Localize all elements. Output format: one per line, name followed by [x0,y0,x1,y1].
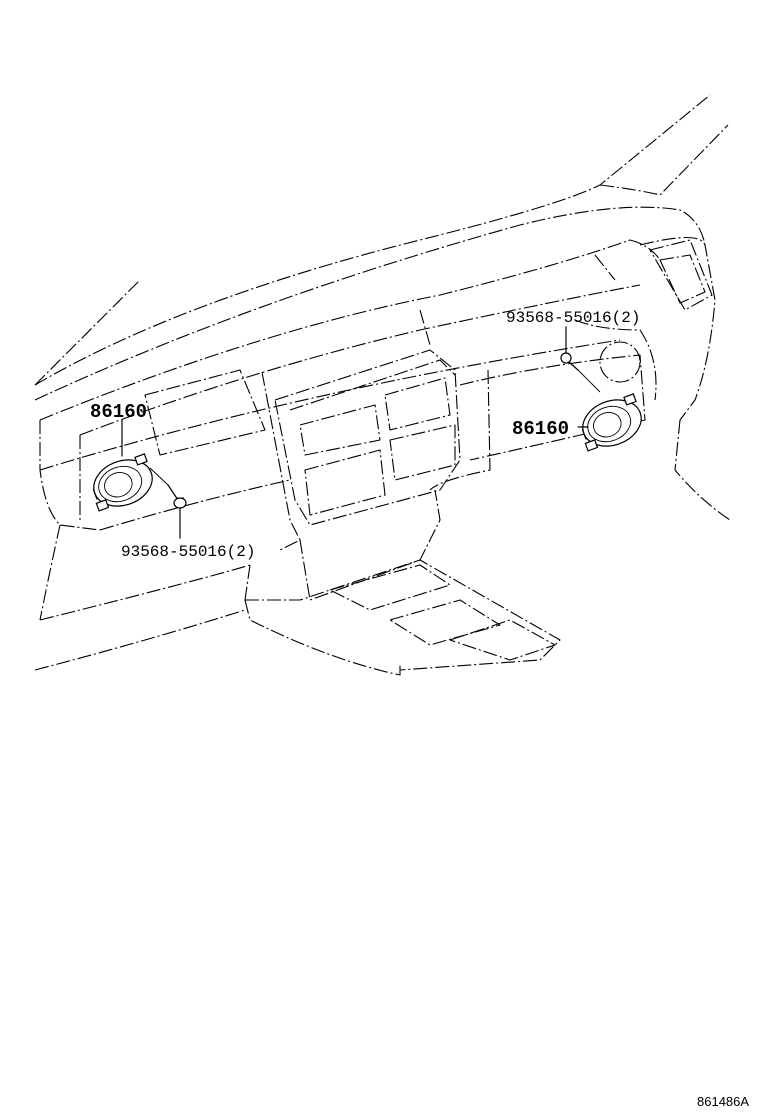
dashboard-outline [34,206,731,671]
right-speaker [581,393,642,452]
center-console [244,309,561,676]
callout-speaker-left: 86160 [90,401,147,423]
windshield-outline [34,94,729,386]
leader-lines [121,326,589,539]
right-screw [560,352,601,393]
callout-speaker-right: 86160 [512,418,569,440]
callout-screw-right: 93568-55016(2) [506,309,640,327]
callout-screw-left: 93568-55016(2) [121,543,255,561]
left-speaker [92,453,153,512]
illustration-code: 861486A [697,1094,749,1109]
left-screw [149,467,187,509]
